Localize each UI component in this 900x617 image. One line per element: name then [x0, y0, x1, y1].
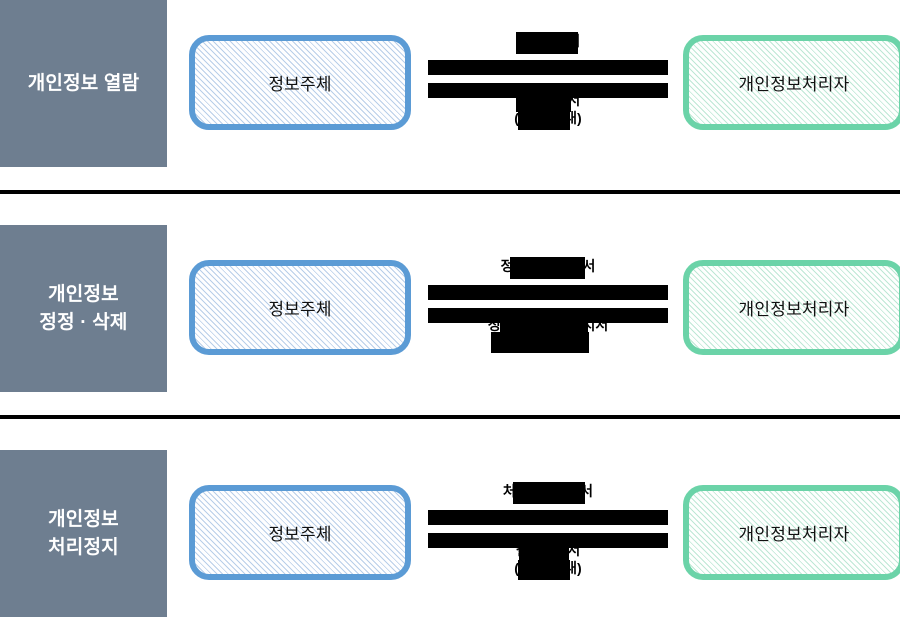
- actor-box-data-controller[interactable]: 개인정보처리자: [683, 35, 900, 130]
- actor-label-data-subject: 정보주체: [268, 525, 332, 544]
- actor-label-data-subject: 정보주체: [268, 300, 332, 319]
- flow-arrows-correction-deletion: 정정·삭제요구서 정정·삭제결과통지서: [428, 225, 668, 392]
- actor-box-data-subject[interactable]: 정보주체: [189, 485, 411, 580]
- flow-arrows-access: 열람요구서 열람통지서 (10일 이내): [428, 0, 668, 167]
- redaction-patch: [518, 560, 570, 580]
- redaction-patch: [519, 541, 569, 562]
- redacted-arrow-request: [428, 285, 668, 300]
- flow-arrows-processing-suspension: 처리정지요구서 결과통지서 (10일 이내): [428, 450, 668, 617]
- redaction-patch: [510, 257, 585, 279]
- redacted-arrow-response: [428, 83, 668, 98]
- actor-label-data-subject: 정보주체: [268, 75, 332, 94]
- redaction-patch: [516, 91, 571, 112]
- actor-box-data-controller[interactable]: 개인정보처리자: [683, 260, 900, 355]
- redacted-arrow-response: [428, 533, 668, 548]
- diagram-row-access: 개인정보 열람 정보주체 열람요구서 열람통지서 (10일 이내) 개인정보처리…: [0, 0, 900, 167]
- actor-box-data-subject[interactable]: 정보주체: [189, 260, 411, 355]
- actor-label-data-controller: 개인정보처리자: [738, 75, 850, 94]
- redaction-patch: [516, 32, 578, 54]
- actor-box-data-subject[interactable]: 정보주체: [189, 35, 411, 130]
- redacted-arrow-request: [428, 60, 668, 75]
- redacted-arrow-response: [428, 308, 668, 323]
- actor-label-data-controller: 개인정보처리자: [738, 525, 850, 544]
- actor-label-data-controller: 개인정보처리자: [738, 300, 850, 319]
- diagram-row-correction-deletion: 개인정보 정정 · 삭제 정보주체 정정·삭제요구서 정정·삭제결과통지서 개인…: [0, 225, 900, 392]
- row-sidebar-label-correction-deletion: 개인정보 정정 · 삭제: [0, 225, 167, 392]
- row-divider: [0, 190, 900, 194]
- sidebar-label-text: 개인정보 정정 · 삭제: [39, 283, 128, 333]
- actor-box-data-controller[interactable]: 개인정보처리자: [683, 485, 900, 580]
- redaction-patch: [513, 482, 585, 504]
- row-sidebar-label-access: 개인정보 열람: [0, 0, 167, 167]
- redaction-patch: [491, 332, 589, 353]
- row-divider: [0, 415, 900, 419]
- diagram-row-processing-suspension: 개인정보 처리정지 정보주체 처리정지요구서 결과통지서 (10일 이내) 개인…: [0, 450, 900, 617]
- redacted-arrow-request: [428, 510, 668, 525]
- redaction-patch: [518, 110, 570, 130]
- row-sidebar-label-processing-suspension: 개인정보 처리정지: [0, 450, 167, 617]
- sidebar-label-text: 개인정보 처리정지: [48, 508, 119, 558]
- sidebar-label-text: 개인정보 열람: [27, 72, 140, 94]
